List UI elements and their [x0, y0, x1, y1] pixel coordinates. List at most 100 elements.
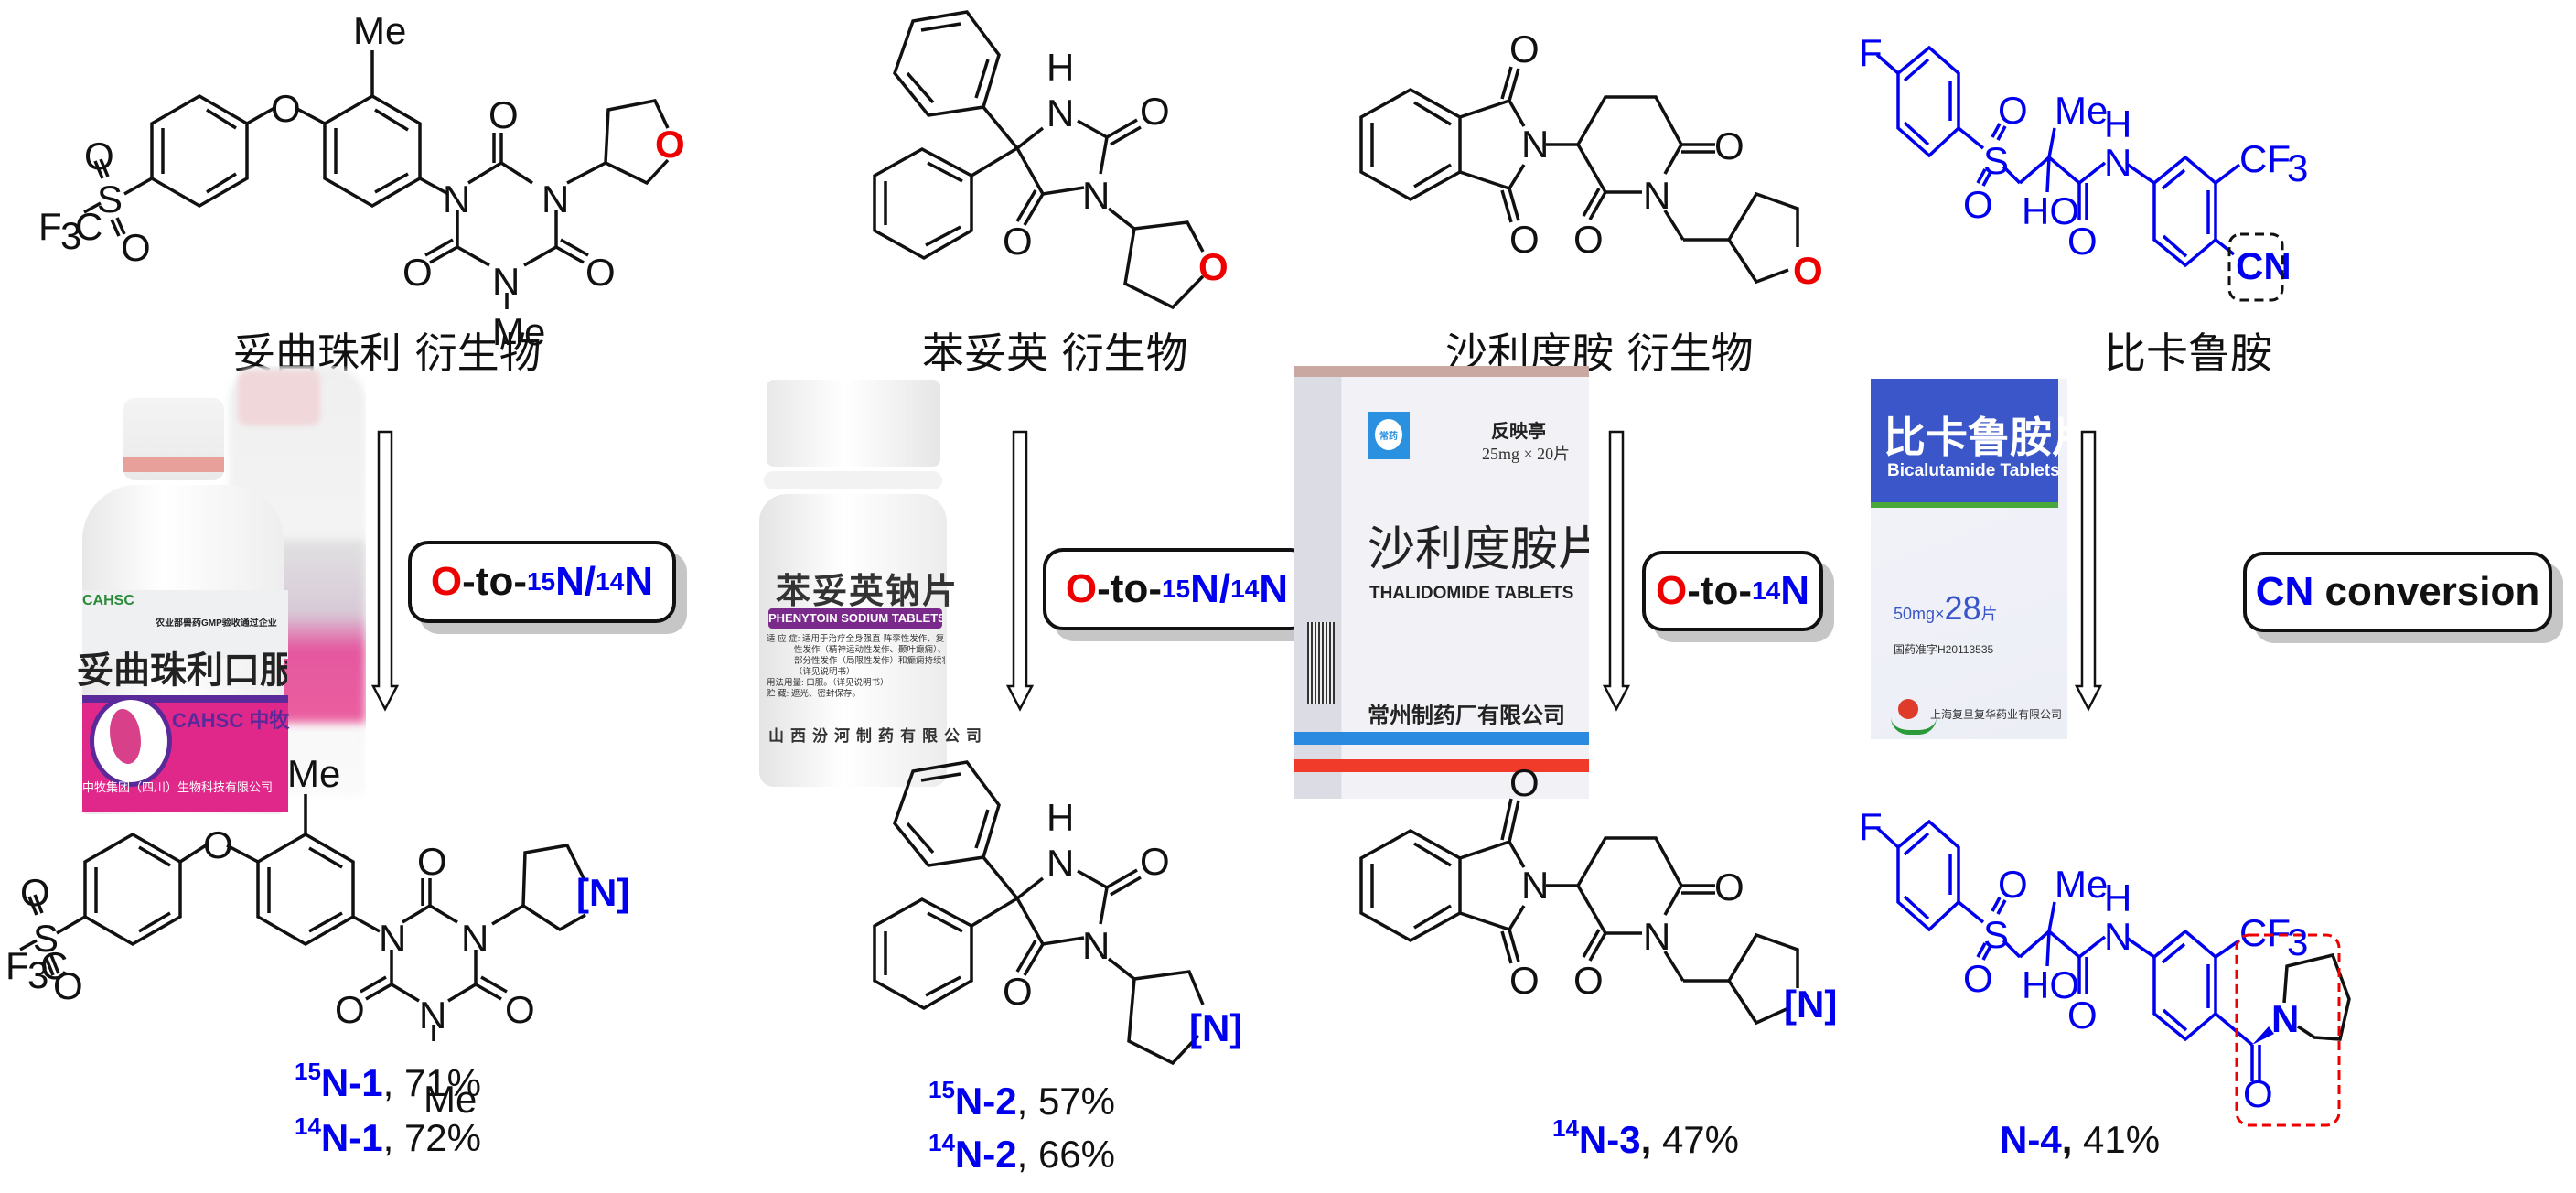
svg-text:N: N: [1643, 915, 1670, 958]
photo-indication-line: （详见说明书）: [794, 667, 855, 677]
svg-text:N: N: [443, 177, 470, 220]
photo-brand-cn: 中牧: [249, 709, 290, 732]
svg-text:F: F: [1859, 31, 1883, 74]
svg-text:[N]: [N]: [1189, 1006, 1242, 1049]
svg-text:O: O: [417, 840, 447, 883]
nitrogen-label-1: N: [1780, 568, 1809, 613]
reaction-arrow-3: [1603, 430, 1630, 712]
svg-text:O: O: [1509, 218, 1540, 261]
svg-text:O: O: [1963, 957, 1993, 1000]
svg-text:O: O: [2243, 1072, 2273, 1115]
svg-text:Me: Me: [2055, 89, 2108, 132]
svg-text:O: O: [1140, 90, 1170, 133]
svg-text:N: N: [1046, 842, 1074, 885]
svg-text:O: O: [402, 251, 433, 294]
svg-text:O: O: [203, 823, 233, 866]
condition-connector: -to-: [462, 559, 527, 604]
product-n4-structure: F S O O Me HO O H N CF3 N O: [1859, 805, 2351, 1127]
svg-text:O: O: [1714, 865, 1744, 908]
svg-text:O: O: [505, 988, 535, 1031]
svg-text:O: O: [84, 134, 114, 177]
svg-text:3: 3: [2287, 920, 2308, 963]
photo-product-name-en: THALIDOMIDE TABLETS: [1369, 584, 1574, 603]
photo-product-name: 苯妥英钠片: [776, 571, 960, 611]
condition-text: conversion: [2313, 569, 2540, 614]
svg-text:O: O: [1793, 249, 1823, 292]
svg-text:N: N: [379, 917, 406, 960]
yield-compound: N-2: [954, 1080, 1017, 1123]
toltrazuril-product-photo: CAHSC 农业部兽药GMP验收通过企业 妥曲珠利口服液 CAHSC 中牧 中牧…: [73, 366, 366, 814]
photo-brand-bottom: CAHSC: [172, 709, 244, 732]
photo-product-name-en: PHENYTOIN SODIUM TABLETS: [768, 608, 942, 629]
photo-approval: 国药准字H20113535: [1894, 643, 1994, 656]
svg-text:[N]: [N]: [576, 871, 629, 914]
svg-text:Me: Me: [353, 9, 406, 52]
photo-spec-count: 28: [1944, 589, 1981, 627]
svg-text:O: O: [53, 964, 83, 1007]
photo-brand-cn: 反映亭: [1491, 420, 1546, 442]
svg-text:N: N: [2104, 915, 2131, 958]
yield-compound: N-3: [1578, 1118, 1641, 1161]
yield-14n-2: 14N-2, 66%: [928, 1129, 1116, 1176]
svg-text:S: S: [97, 177, 123, 220]
svg-text:C: C: [75, 205, 102, 248]
condition-connector: -to-: [1687, 568, 1753, 613]
yield-14n-1: 14N-1, 72%: [295, 1112, 482, 1159]
condition-connector: -to-: [1097, 566, 1162, 611]
photo-product-name: 妥曲珠利口服液: [77, 650, 287, 692]
photo-spec: 25mg × 20片: [1482, 445, 1571, 463]
svg-text:N: N: [1082, 174, 1110, 217]
svg-text:O: O: [585, 251, 616, 294]
svg-text:O: O: [1509, 761, 1540, 804]
nitrogen-label-1: N/: [1190, 566, 1231, 611]
yield-15n-2: 15N-2, 57%: [928, 1076, 1116, 1123]
svg-text:O: O: [1003, 970, 1033, 1013]
svg-text:O: O: [121, 226, 151, 269]
svg-text:N: N: [1082, 924, 1110, 967]
product-n2-structure: H N O N O [N]: [873, 760, 1242, 1066]
svg-text:O: O: [1998, 89, 2028, 132]
svg-text:CN: CN: [2236, 244, 2292, 287]
svg-text:H: H: [1046, 796, 1074, 839]
yield-value: 71%: [403, 1061, 482, 1104]
starting-material-name: 苯妥英 衍生物: [922, 328, 1188, 378]
svg-text:N: N: [542, 177, 569, 220]
phenytoin-product-photo: 苯妥英钠片 PHENYTOIN SODIUM TABLETS 适 应 症: 适用…: [759, 380, 988, 787]
svg-text:N: N: [2271, 997, 2299, 1040]
svg-text:N: N: [1521, 864, 1549, 907]
svg-text:H: H: [2104, 876, 2131, 919]
yield-isotope: 14: [295, 1112, 321, 1140]
yield-value: 41%: [2083, 1118, 2161, 1161]
nitrogen-label-2: N: [1259, 566, 1289, 611]
product-n1-me-label: Me: [424, 1078, 478, 1121]
svg-text:N: N: [1521, 123, 1549, 166]
yield-value: 66%: [1037, 1133, 1116, 1176]
svg-text:N: N: [492, 260, 520, 303]
svg-text:C: C: [40, 944, 68, 987]
yield-value: 72%: [403, 1116, 482, 1159]
nitrogen-label-2: N: [624, 559, 654, 604]
svg-text:O: O: [1573, 218, 1604, 261]
svg-text:O: O: [271, 87, 301, 130]
svg-text:O: O: [1003, 220, 1033, 263]
yield-isotope: 15: [928, 1076, 955, 1103]
svg-text:CF: CF: [2239, 911, 2291, 954]
svg-text:N: N: [2104, 141, 2131, 184]
photo-indication-line: 部分性发作（局限性发作）和癫痫持续状态。: [794, 656, 945, 666]
svg-text:CF: CF: [2239, 137, 2291, 180]
svg-text:S: S: [33, 917, 59, 960]
photo-indication-line: 贮 藏: 遮光、密封保存。: [767, 689, 861, 699]
photo-spec-unit: 片: [1980, 605, 1998, 623]
bicalutamide-structure: F S O O Me HO O H N CF3 CN: [1859, 31, 2308, 302]
yield-value: 47%: [1661, 1118, 1740, 1161]
yield-compound: N-1: [320, 1061, 383, 1104]
svg-text:O: O: [20, 871, 50, 914]
svg-text:O: O: [1509, 27, 1540, 70]
svg-text:O: O: [1198, 245, 1229, 288]
photo-company: 山西汾河制药有限公司: [768, 727, 988, 745]
photo-brand: CAHSC: [82, 593, 134, 608]
photo-logo-text: 常药: [1379, 432, 1398, 442]
